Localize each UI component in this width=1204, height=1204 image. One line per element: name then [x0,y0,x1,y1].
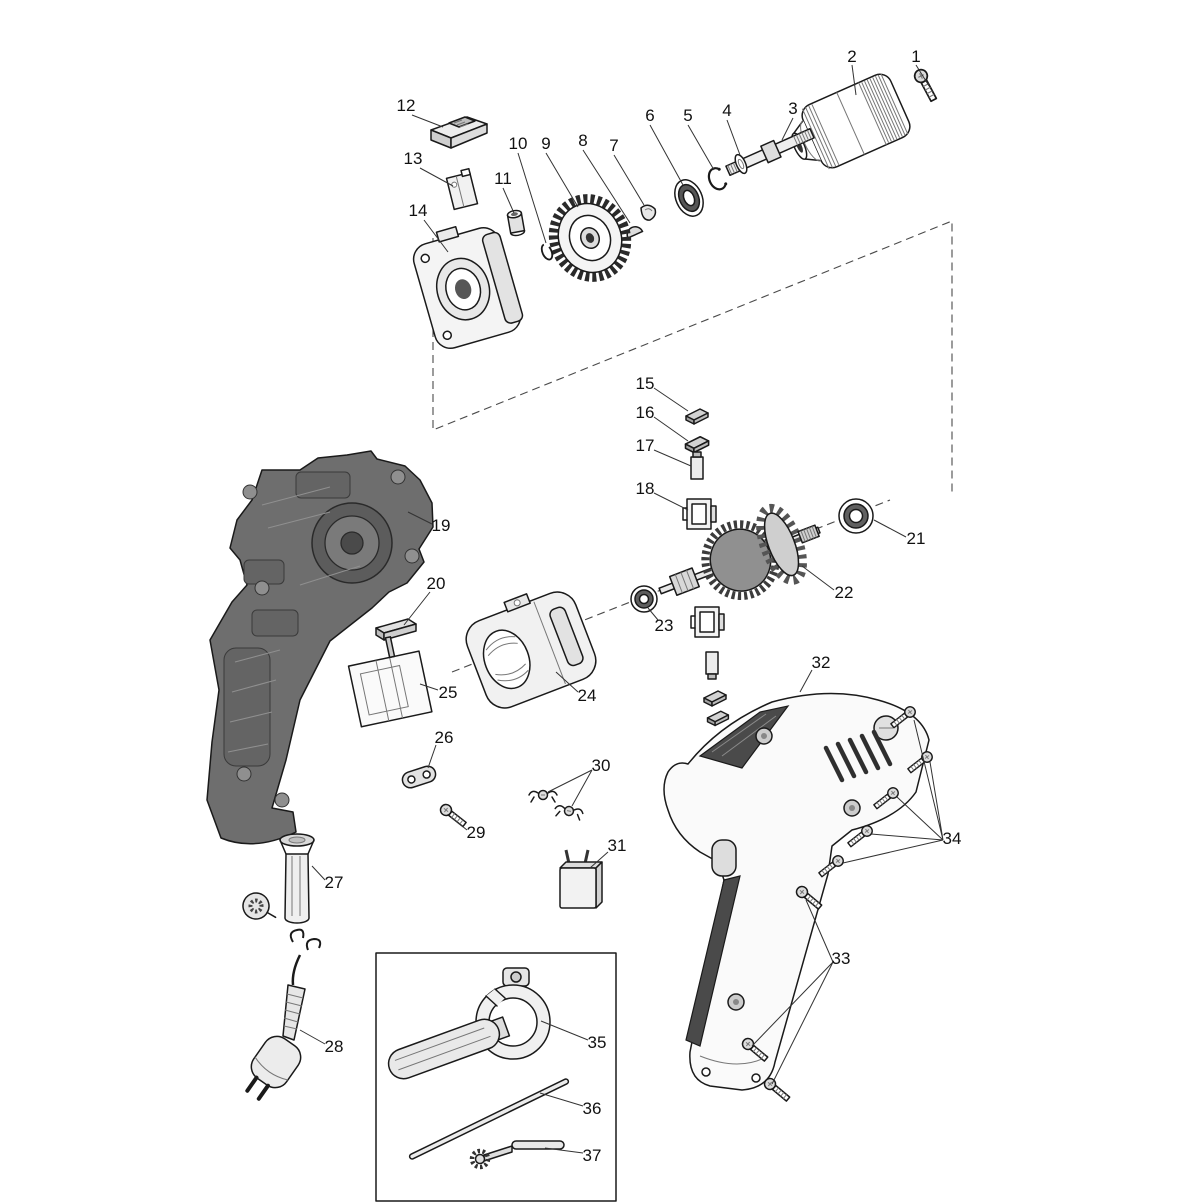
callout-30: 30 [592,756,611,775]
part-terminal-plate [445,167,479,211]
part-depth-rod [408,1078,570,1160]
part-power-cord [245,928,322,1101]
part-output-gear [548,194,632,282]
callout-36: 36 [583,1099,602,1118]
callout-26: 26 [435,728,454,747]
callout-32: 32 [812,653,831,672]
callout-31: 31 [608,836,627,855]
part-bushing [506,209,526,237]
part-washer [734,153,748,175]
callout-9: 9 [541,134,550,153]
callout-27: 27 [325,873,344,892]
callout-14: 14 [409,201,428,220]
callout-37: 37 [583,1146,602,1165]
callout-25: 25 [439,683,458,702]
callout-29: 29 [467,823,486,842]
part-switch-holder [347,636,433,728]
part-rear-bearing [630,585,658,613]
callout-10: 10 [509,134,528,153]
callout-23: 23 [655,616,674,635]
callout-5: 5 [683,106,692,125]
part-spindle-bearing [674,179,704,217]
callout-16: 16 [636,403,655,422]
part-housing-left [206,450,434,845]
part-front-bearing [838,498,874,534]
callout-22: 22 [835,583,854,602]
callout-2: 2 [847,47,856,66]
callout-34: 34 [943,829,962,848]
part-circlip [707,167,728,191]
callout-4: 4 [722,101,731,120]
callout-21: 21 [907,529,926,548]
part-switch-button [430,116,488,149]
callout-6: 6 [645,106,654,125]
leader-lines [299,64,944,1154]
part-cable-clamp-plate [401,765,437,789]
part-side-handle [387,967,551,1080]
callout-17: 17 [636,436,655,455]
part-retaining-ring [540,243,554,261]
part-spindle [725,127,815,177]
callout-labels: 1 2 3 4 5 6 7 8 9 10 11 12 13 14 15 16 1… [325,47,962,1165]
detail-box [375,952,617,1202]
callout-13: 13 [404,149,423,168]
part-carbon-brush [690,451,704,480]
part-armature [658,503,821,601]
callout-1: 1 [911,47,920,66]
part-lock-washer [242,892,277,920]
callout-12: 12 [397,96,416,115]
part-woodruff-key [626,225,644,239]
callout-8: 8 [578,131,587,150]
callout-11: 11 [494,169,512,188]
callout-18: 18 [636,479,655,498]
part-stator [465,591,597,709]
part-handle-grip [279,833,315,924]
callout-3: 3 [788,99,797,118]
part-brush-holder [682,498,717,530]
part-gear-box [412,225,524,349]
part-retaining-clip [640,204,657,221]
callout-15: 15 [636,374,655,393]
callout-35: 35 [588,1033,607,1052]
part-capacitor [559,849,603,909]
part-chuck-key [469,1140,565,1170]
callout-28: 28 [325,1037,344,1056]
callout-19: 19 [432,516,451,535]
callout-24: 24 [578,686,597,705]
callout-20: 20 [427,574,446,593]
callout-33: 33 [832,949,851,968]
callout-7: 7 [609,136,618,155]
